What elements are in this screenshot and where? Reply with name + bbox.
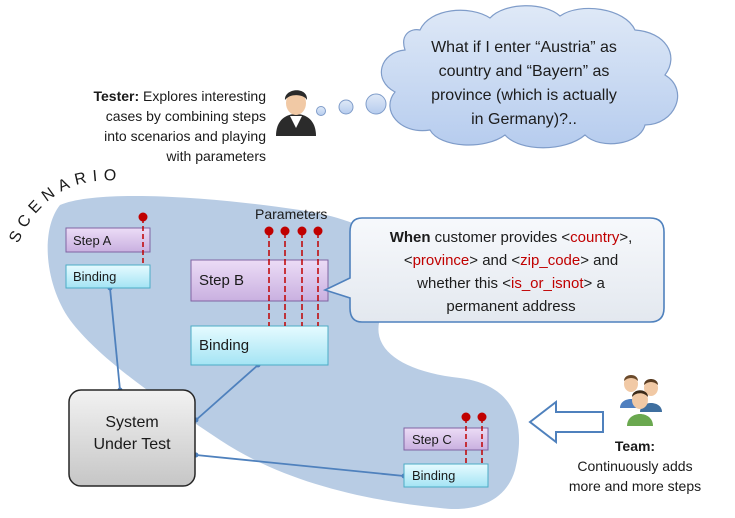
when-text-fragment: whether this < bbox=[417, 275, 511, 292]
thought-line-3: province (which is actually bbox=[431, 87, 617, 104]
when-text-fragment: > and < bbox=[469, 252, 521, 269]
thought-text: What if I enter “Austria” as country and… bbox=[408, 36, 640, 132]
connector-binding-b-sut bbox=[195, 364, 259, 421]
sut-line-1: System bbox=[105, 414, 159, 431]
binding-a-box[interactable] bbox=[65, 264, 151, 289]
param-country: country bbox=[570, 229, 620, 246]
binding-c-label: Binding bbox=[412, 468, 456, 483]
param-province: province bbox=[412, 252, 470, 269]
step-b-label: Step B bbox=[199, 272, 245, 289]
team-line-2: more and more steps bbox=[568, 478, 702, 494]
when-text-fragment: < bbox=[403, 252, 413, 269]
sut-line-2: Under Test bbox=[93, 436, 171, 453]
tester-line-1: Explores interesting bbox=[139, 88, 266, 104]
when-text-fragment: customer provides < bbox=[430, 229, 571, 246]
team-people-icon bbox=[620, 375, 662, 426]
team-line-1: Continuously adds bbox=[577, 458, 693, 474]
team-title: Team: bbox=[614, 438, 656, 454]
system-under-test-label: System Under Test bbox=[70, 412, 194, 456]
step-c-box[interactable] bbox=[403, 427, 489, 451]
thought-line-2: country and “Bayern” as bbox=[438, 63, 610, 80]
step-a-box[interactable] bbox=[65, 227, 151, 253]
thought-line-1: What if I enter “Austria” as bbox=[431, 39, 617, 56]
when-keyword: When bbox=[389, 229, 431, 246]
tester-title: Tester: bbox=[93, 88, 140, 104]
tester-line-2: cases by combining steps bbox=[105, 108, 266, 124]
thought-line-4: in Germany)?.. bbox=[471, 111, 577, 128]
tester-description: Tester: Explores interesting cases by co… bbox=[60, 86, 267, 166]
step-a-label: Step A bbox=[73, 232, 112, 248]
binding-b-label: Binding bbox=[199, 337, 250, 354]
tester-person-icon bbox=[276, 90, 316, 136]
when-callout-text: When customer provides <country>, <provi… bbox=[358, 226, 664, 318]
connector-binding-a-sut bbox=[109, 287, 121, 391]
parameters-label: Parameters bbox=[255, 206, 328, 222]
thought-bubble-small bbox=[316, 106, 326, 116]
when-text-fragment: permanent address bbox=[446, 298, 576, 315]
parameter-pins-b bbox=[264, 226, 323, 326]
thought-bubble-large bbox=[365, 93, 387, 115]
when-text-fragment: > and bbox=[580, 252, 619, 269]
team-arrow-icon bbox=[528, 399, 604, 445]
param-is-or-isnot: is_or_isnot bbox=[510, 275, 584, 292]
tester-line-3: into scenarios and playing bbox=[104, 128, 266, 144]
team-description: Team: Continuously adds more and more st… bbox=[560, 436, 710, 496]
when-callout-bubble bbox=[322, 217, 665, 323]
thought-bubble-medium bbox=[338, 99, 354, 115]
step-b-box[interactable] bbox=[190, 259, 329, 302]
step-c-label: Step C bbox=[412, 431, 452, 447]
binding-c-box[interactable] bbox=[403, 463, 489, 488]
binding-a-label: Binding bbox=[73, 269, 117, 284]
when-text-fragment: >, bbox=[619, 229, 633, 246]
system-under-test-box[interactable] bbox=[68, 389, 196, 487]
connector-binding-c-sut bbox=[195, 454, 405, 477]
param-zip-code: zip_code bbox=[520, 252, 581, 269]
tester-line-4: with parameters bbox=[166, 148, 266, 164]
thought-cloud bbox=[316, 5, 678, 149]
parameter-pin bbox=[138, 212, 148, 222]
binding-b-box[interactable] bbox=[190, 325, 329, 366]
when-text-fragment: > a bbox=[583, 275, 605, 292]
